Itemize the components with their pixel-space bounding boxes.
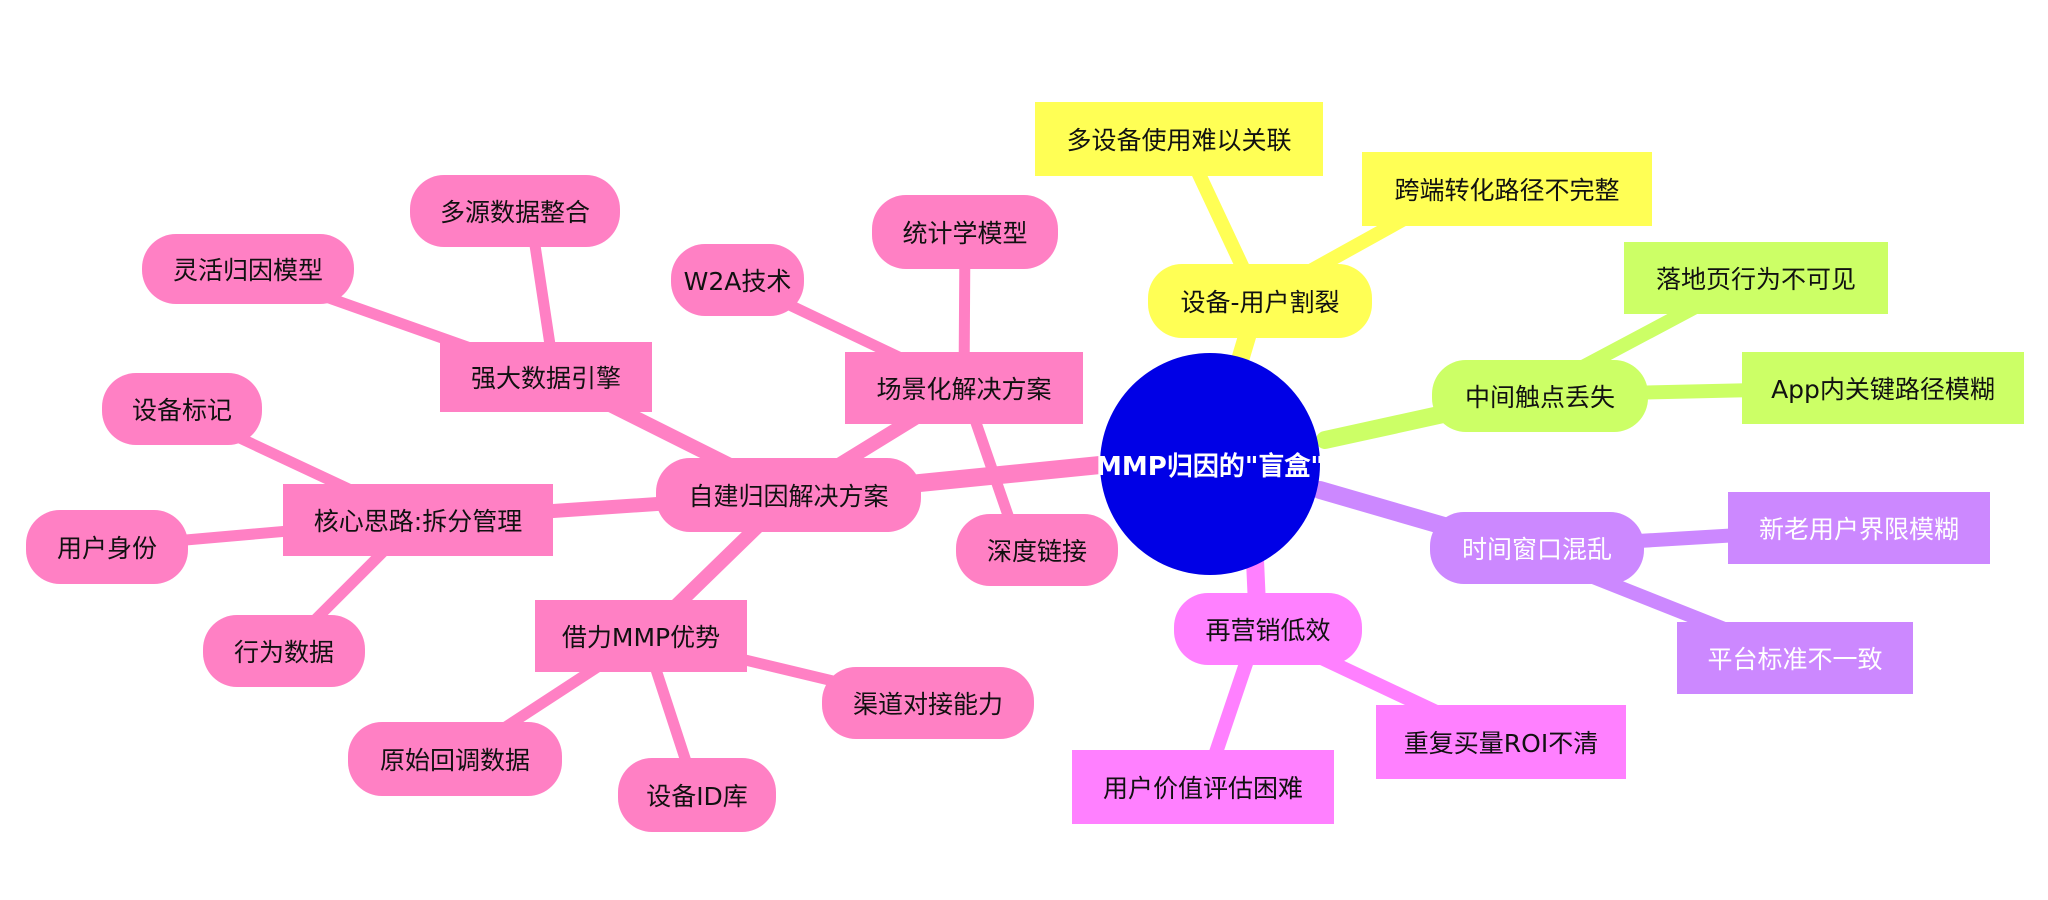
node-stats-model: 统计学模型 xyxy=(872,195,1058,269)
node-multi-device: 多设备使用难以关联 xyxy=(1035,102,1323,176)
node-new-old-label: 新老用户界限模糊 xyxy=(1758,515,1959,544)
branch-selfbuilt: 自建归因解决方案 xyxy=(656,458,921,532)
node-flexmodel-label: 灵活归因模型 xyxy=(172,256,323,285)
node-leverage-label: 借力MMP优势 xyxy=(561,623,721,652)
node-user-identity-label: 用户身份 xyxy=(56,534,157,563)
node-multi-device-label: 多设备使用难以关联 xyxy=(1066,126,1292,155)
node-multisource: 多源数据整合 xyxy=(410,175,620,247)
branch-selfbuilt-label: 自建归因解决方案 xyxy=(688,482,889,511)
node-platform-std-label: 平台标准不一致 xyxy=(1707,645,1883,674)
node-user-value-label: 用户价值评估困难 xyxy=(1102,774,1303,803)
node-device-id-lib-label: 设备ID库 xyxy=(646,782,748,811)
branch-time-window-label: 时间窗口混乱 xyxy=(1461,535,1612,564)
node-platform-std: 平台标准不一致 xyxy=(1677,622,1913,694)
node-device-id-lib: 设备ID库 xyxy=(618,758,776,832)
node-user-identity: 用户身份 xyxy=(26,510,188,584)
node-stats-model-label: 统计学模型 xyxy=(902,219,1028,248)
node-cross-path: 跨端转化路径不完整 xyxy=(1362,152,1652,226)
node-raw-callback: 原始回调数据 xyxy=(348,722,562,796)
node-raw-callback-label: 原始回调数据 xyxy=(379,746,530,775)
branch-device-split: 设备-用户割裂 xyxy=(1148,264,1372,338)
branch-time-window: 时间窗口混乱 xyxy=(1430,512,1644,584)
branch-touchpoint: 中间触点丢失 xyxy=(1432,360,1648,432)
node-behavior-data: 行为数据 xyxy=(203,615,365,687)
node-user-value: 用户价值评估困难 xyxy=(1072,750,1334,824)
node-device-tag-label: 设备标记 xyxy=(131,396,232,425)
node-landing-label: 落地页行为不可见 xyxy=(1655,265,1856,294)
node-landing: 落地页行为不可见 xyxy=(1624,242,1888,314)
node-cross-path-label: 跨端转化路径不完整 xyxy=(1394,176,1620,205)
node-flexmodel: 灵活归因模型 xyxy=(142,234,354,304)
node-behavior-data-label: 行为数据 xyxy=(233,638,334,667)
node-core: 核心思路:拆分管理 xyxy=(283,484,553,556)
node-engine: 强大数据引擎 xyxy=(440,342,652,412)
node-in-app-label: App内关键路径模糊 xyxy=(1771,375,1995,404)
branch-touchpoint-label: 中间触点丢失 xyxy=(1464,383,1615,412)
branch-device-split-label: 设备-用户割裂 xyxy=(1180,288,1340,317)
node-repeat-buy: 重复买量ROI不清 xyxy=(1376,705,1626,779)
node-channel-dock-label: 渠道对接能力 xyxy=(852,690,1003,719)
node-engine-label: 强大数据引擎 xyxy=(470,364,621,393)
node-core-label: 核心思路:拆分管理 xyxy=(313,507,523,536)
node-w2a: W2A技术 xyxy=(671,244,804,316)
root-node: MMP归因的"盲盒" xyxy=(1096,353,1324,575)
node-channel-dock: 渠道对接能力 xyxy=(822,667,1034,739)
node-deeplink: 深度链接 xyxy=(956,514,1118,586)
node-repeat-buy-label: 重复买量ROI不清 xyxy=(1403,729,1599,758)
branch-remarketing: 再营销低效 xyxy=(1174,593,1362,665)
node-leverage: 借力MMP优势 xyxy=(535,600,747,672)
node-multisource-label: 多源数据整合 xyxy=(439,198,590,227)
node-new-old: 新老用户界限模糊 xyxy=(1728,492,1990,564)
node-w2a-label: W2A技术 xyxy=(683,267,792,296)
root-label: MMP归因的"盲盒" xyxy=(1096,451,1324,482)
node-deeplink-label: 深度链接 xyxy=(986,537,1087,566)
node-in-app: App内关键路径模糊 xyxy=(1742,352,2024,424)
node-device-tag: 设备标记 xyxy=(102,373,262,445)
node-scenario-label: 场景化解决方案 xyxy=(876,375,1052,404)
branch-remarketing-label: 再营销低效 xyxy=(1205,616,1331,645)
node-scenario: 场景化解决方案 xyxy=(845,352,1083,424)
